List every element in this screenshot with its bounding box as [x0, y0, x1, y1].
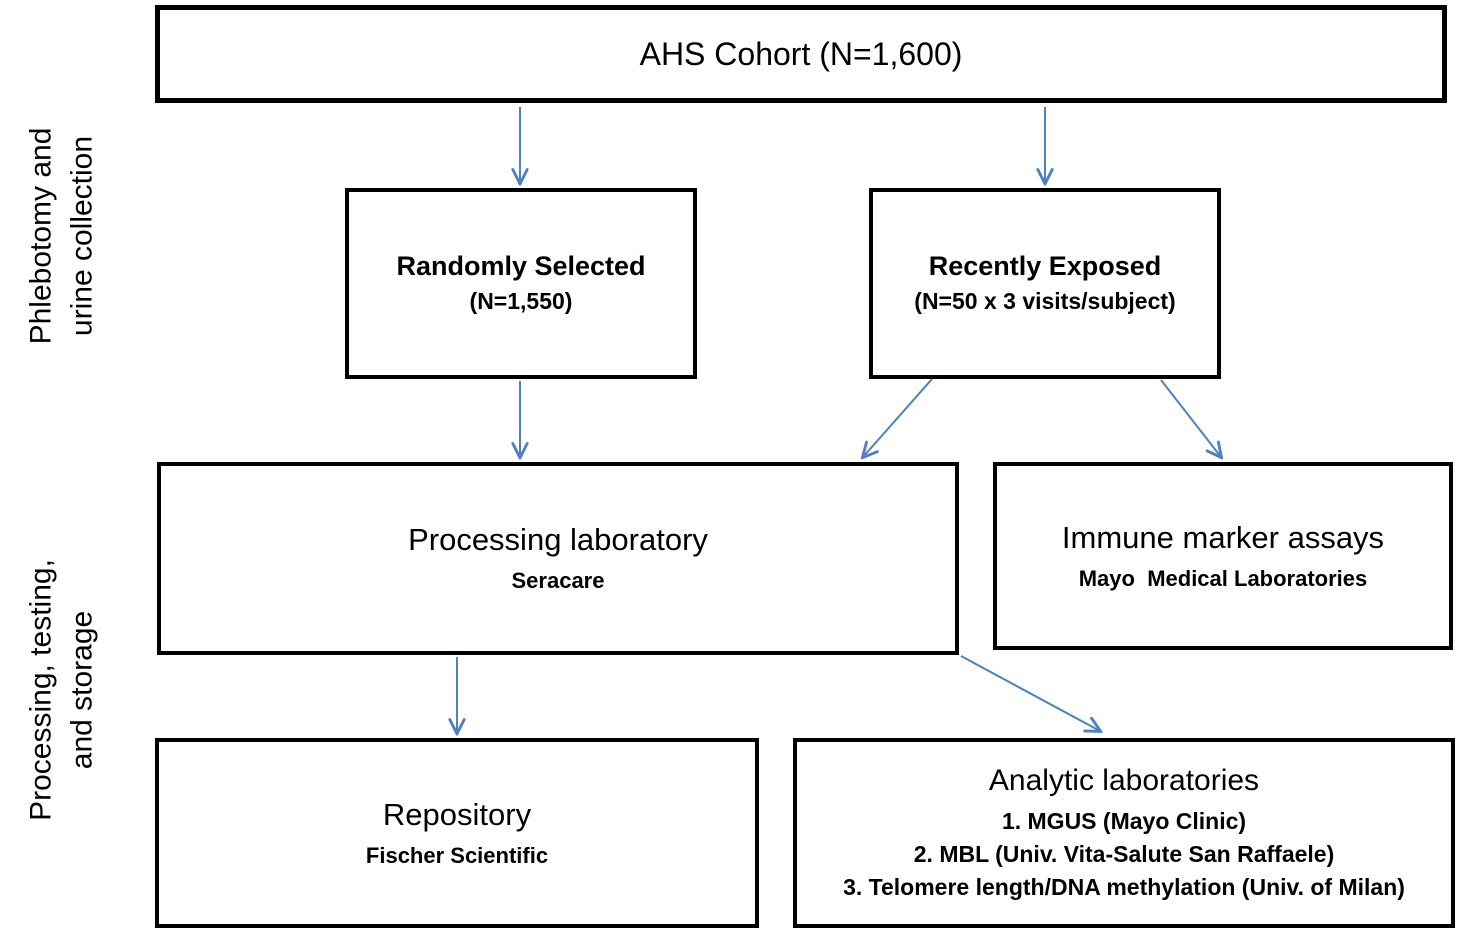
box-title: Immune marker assays	[1061, 519, 1385, 555]
box-randomly-selected: Randomly Selected (N=1,550)	[345, 188, 697, 379]
arrow-exposed-to-processing	[863, 378, 933, 457]
box-analytic-laboratories: Analytic laboratories 1. MGUS (Mayo Clin…	[793, 738, 1455, 928]
box-title: Recently Exposed	[928, 251, 1162, 282]
box-subtitle: Mayo Medical Laboratories	[1078, 565, 1368, 591]
box-subtitle: Seracare	[511, 568, 605, 594]
box-subtitle: (N=1,550)	[469, 287, 573, 314]
phase-label-line: and storage	[65, 610, 98, 770]
box-recently-exposed: Recently Exposed (N=50 x 3 visits/subjec…	[869, 188, 1221, 379]
phase-label-line: Processing, testing,	[24, 559, 58, 821]
phase-label-processing-storage: Processing, testing, and storage	[22, 559, 103, 821]
box-title: Randomly Selected	[396, 251, 646, 282]
analytic-lab-item: 1. MGUS (Mayo Clinic)	[1001, 807, 1247, 834]
phase-label-phlebotomy: Phlebotomy and urine collection	[22, 128, 103, 345]
analytic-lab-item: 2. MBL (Univ. Vita-Salute San Raffaele)	[913, 840, 1335, 867]
box-subtitle: Fischer Scientific	[365, 842, 549, 868]
box-ahs-cohort: AHS Cohort (N=1,600)	[155, 5, 1447, 103]
box-immune-marker-assays: Immune marker assays Mayo Medical Labora…	[993, 462, 1453, 650]
box-subtitle: (N=50 x 3 visits/subject)	[914, 287, 1176, 314]
arrow-exposed-to-immune	[1160, 379, 1221, 457]
box-title: Processing laboratory	[408, 522, 708, 558]
box-repository: Repository Fischer Scientific	[155, 738, 759, 928]
box-title: AHS Cohort (N=1,600)	[639, 36, 963, 72]
analytic-lab-item: 3. Telomere length/DNA methylation (Univ…	[843, 873, 1405, 900]
phase-label-line: urine collection	[65, 135, 98, 337]
arrow-processing-to-analytic	[960, 655, 1100, 731]
box-processing-laboratory: Processing laboratory Seracare	[157, 462, 959, 655]
box-title: Repository	[382, 796, 532, 832]
phase-label-line: Phlebotomy and	[24, 127, 58, 345]
box-title: Analytic laboratories	[988, 764, 1260, 798]
